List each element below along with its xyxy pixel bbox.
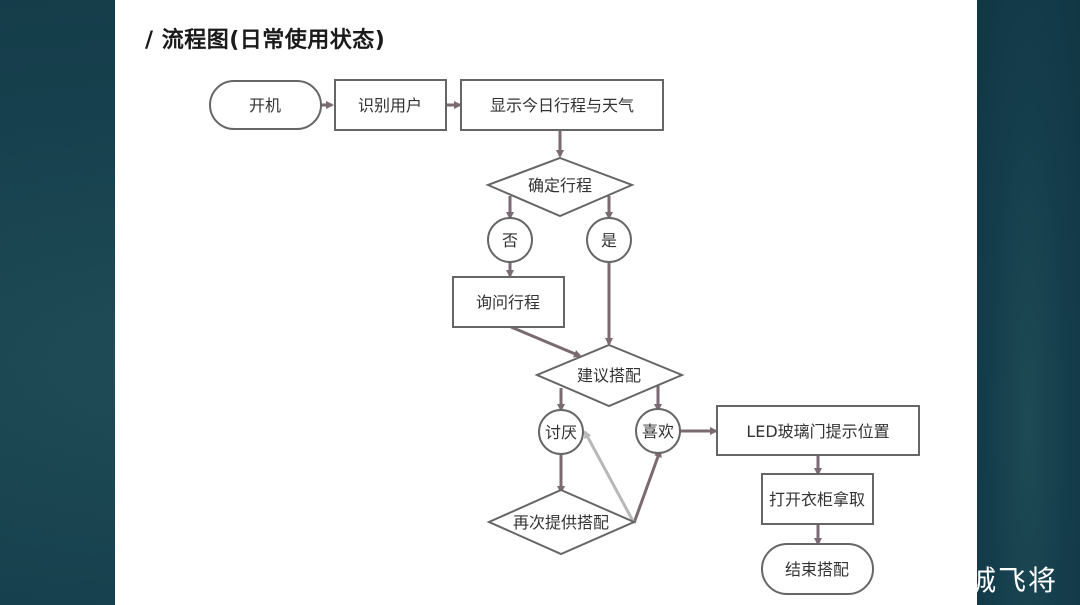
node-open-shape	[761, 473, 874, 525]
node-yes-shape	[586, 217, 632, 263]
node-dislike-shape	[538, 409, 584, 455]
node-start-shape	[209, 80, 322, 130]
node-led-shape	[716, 405, 920, 456]
node-start-label: 开机	[249, 96, 281, 115]
node-identify-label: 识别用户	[358, 96, 422, 115]
node-no-label: 否	[502, 231, 518, 250]
node-confirm-label: 确定行程	[528, 176, 592, 195]
edge-offer-dislike	[583, 430, 636, 524]
node-dislike-label: 讨厌	[545, 423, 577, 442]
node-show-label: 显示今日行程与天气	[490, 96, 634, 115]
node-end-label: 结束搭配	[785, 560, 849, 579]
slide-title: / 流程图(日常使用状态)	[145, 28, 386, 53]
node-ask-label: 询问行程	[476, 293, 540, 312]
edge-ask-suggest	[510, 325, 582, 358]
node-suggest-shape	[534, 343, 685, 408]
node-end-shape	[761, 543, 874, 595]
edge-offer-like	[632, 449, 662, 524]
node-yes-label: 是	[601, 231, 617, 250]
node-like-label: 喜欢	[642, 422, 674, 441]
node-confirm-shape	[485, 156, 635, 218]
node-ask-shape	[452, 276, 565, 328]
node-offer-label: 再次提供搭配	[513, 513, 609, 532]
node-open-label: 打开衣柜拿取	[769, 490, 865, 509]
node-offer-shape	[486, 488, 637, 556]
node-show-shape	[460, 79, 664, 131]
node-identify-shape	[334, 79, 447, 131]
watermark: 龙城飞将	[938, 564, 1059, 597]
node-led-label: LED玻璃门提示位置	[746, 422, 889, 441]
node-suggest-label: 建议搭配	[577, 366, 641, 385]
background-right	[977, 0, 1080, 605]
node-like-shape	[635, 408, 681, 454]
node-no-shape	[487, 217, 533, 263]
